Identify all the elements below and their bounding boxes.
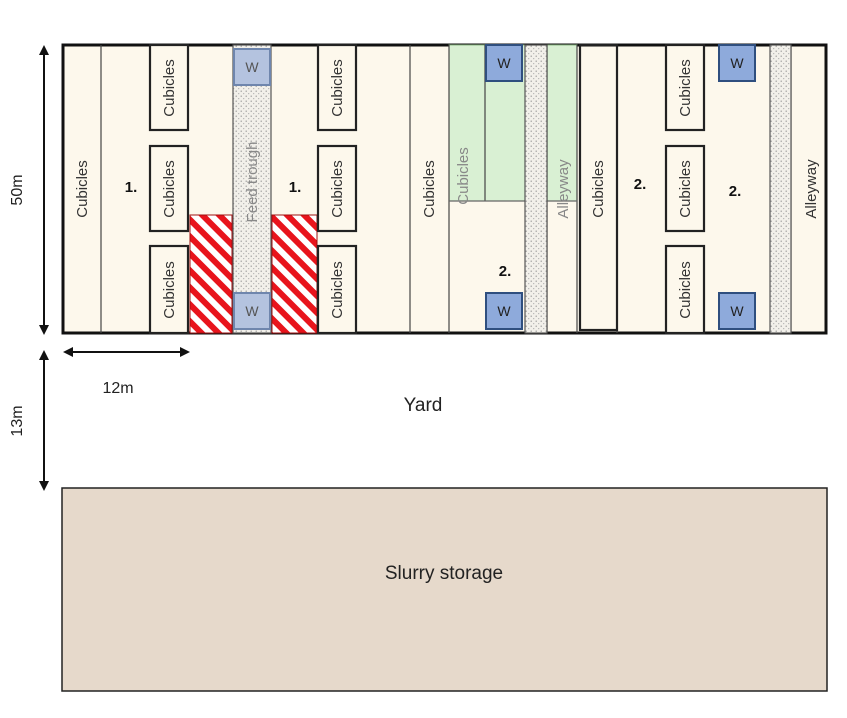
water-label: W (497, 55, 511, 71)
cubicles-label: Cubicles (455, 147, 472, 205)
pen-label-2: 2. (634, 176, 647, 193)
cubicle-block (316, 144, 358, 233)
cubicle-block (664, 43, 706, 132)
water-trough (233, 48, 271, 86)
cubicle-block (316, 244, 358, 335)
cubicle-block (664, 244, 706, 335)
water-label: W (497, 303, 511, 319)
cubicles-label: Cubicles (161, 261, 178, 319)
feed-trough-label: Feed trough (244, 142, 261, 223)
cubicles-label: Cubicles (677, 59, 694, 117)
cubicles-label: Cubicles (329, 160, 346, 218)
water-trough (233, 292, 271, 330)
cubicle-block (148, 244, 190, 335)
water-label: W (245, 59, 259, 75)
slurry-storage (61, 487, 828, 692)
cubicles-label: Cubicles (329, 261, 346, 319)
pen-label-2: 2. (499, 263, 512, 280)
alleyway-label: Alleyway (803, 159, 820, 219)
water-trough (718, 292, 756, 330)
pen-label-1: 1. (125, 179, 138, 196)
water-label: W (730, 303, 744, 319)
alleyway-dotted (524, 44, 548, 334)
yard-label: Yard (404, 395, 443, 416)
dimension-label-12m: 12m (102, 380, 133, 397)
cubicle-block (316, 43, 358, 132)
cubicles-label: Cubicles (677, 160, 694, 218)
dimension-label-13m: 13m (9, 405, 26, 436)
cubicle-block (148, 43, 190, 132)
cubicles-label: Cubicles (677, 261, 694, 319)
pen-label-2: 2. (729, 183, 742, 200)
cubicles-label: Cubicles (590, 160, 607, 218)
dimension-label-50m: 50m (9, 174, 26, 205)
feed-trough (232, 44, 272, 334)
water-label: W (730, 55, 744, 71)
cubicles-label: Cubicles (161, 59, 178, 117)
water-trough (485, 292, 523, 330)
hatched-area-right (271, 214, 318, 334)
water-label: W (245, 303, 259, 319)
alleyway-dotted (769, 44, 792, 334)
cubicles-label: Cubicles (421, 160, 438, 218)
water-trough (718, 44, 756, 82)
cubicles-label: Cubicles (329, 59, 346, 117)
pen-label-1: 1. (289, 179, 302, 196)
cubicles-label: Cubicles (74, 160, 91, 218)
cubicle-block (664, 144, 706, 233)
hatched-area-left (189, 214, 233, 334)
cubicle-strip-bottom (578, 43, 619, 332)
slurry-storage-label: Slurry storage (385, 563, 503, 584)
water-trough (485, 44, 523, 82)
cubicles-label: Cubicles (161, 160, 178, 218)
cubicle-block (148, 144, 190, 233)
alleyway-label: Alleyway (555, 159, 572, 219)
